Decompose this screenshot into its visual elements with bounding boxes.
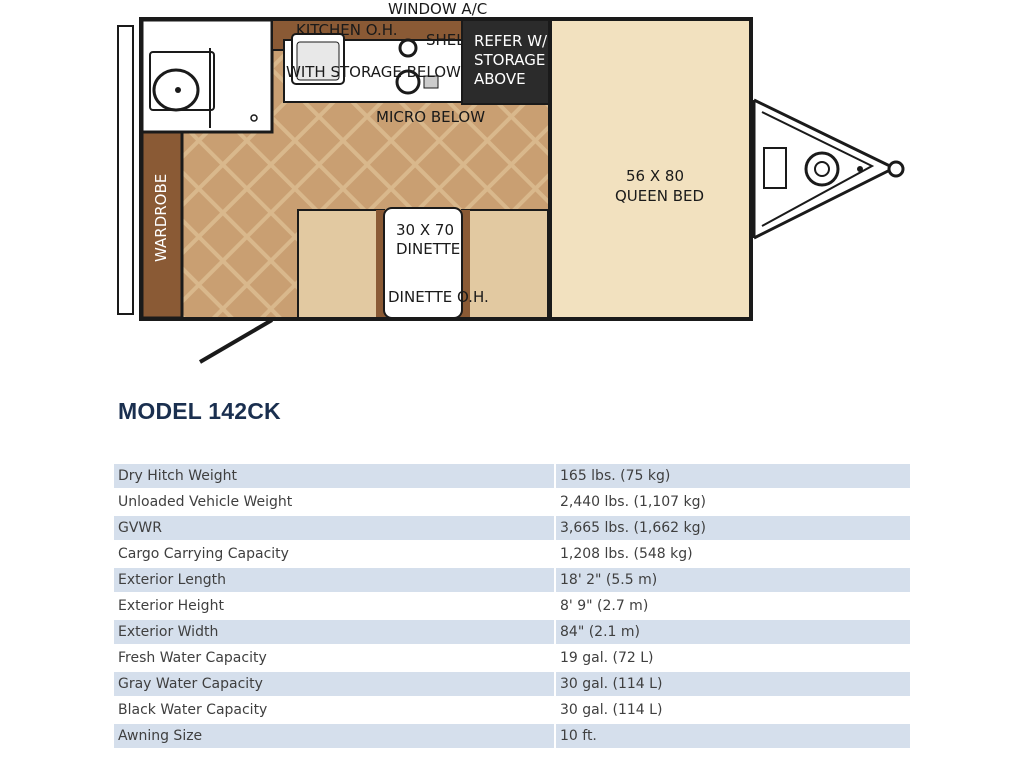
window-ac-label: WINDOW A/C <box>388 0 487 18</box>
dinette-oh-label: DINETTE O.H. <box>388 288 489 306</box>
spec-value: 3,665 lbs. (1,662 kg) <box>554 516 910 540</box>
spec-value: 8' 9" (2.7 m) <box>554 594 910 618</box>
propane-box <box>763 147 787 189</box>
spec-value: 30 gal. (114 L) <box>554 698 910 722</box>
refer-label-line2: STORAGE <box>474 51 545 69</box>
cooktop-knob <box>423 75 439 89</box>
dinette-name-label: DINETTE <box>396 240 460 258</box>
entry-door <box>198 318 274 364</box>
shower-drain <box>250 114 258 122</box>
cooktop-burner-small <box>398 38 418 58</box>
entry-step <box>117 25 134 315</box>
cooktop-burner-large <box>395 69 421 95</box>
spec-label: Fresh Water Capacity <box>114 646 554 670</box>
refrigerator <box>461 19 551 105</box>
refer-label-line3: ABOVE <box>474 70 526 88</box>
spec-label: Exterior Length <box>114 568 554 592</box>
hitch-coupler-icon <box>887 160 905 178</box>
spec-label: Dry Hitch Weight <box>114 464 554 488</box>
spec-label: Exterior Height <box>114 594 554 618</box>
queen-bed <box>549 19 751 319</box>
spec-value: 30 gal. (114 L) <box>554 672 910 696</box>
dinette-size-label: 30 X 70 <box>396 221 454 239</box>
floorplan-diagram: WINDOW A/C KITCHEN O.H. SHELF WITH STORA… <box>117 0 905 364</box>
wardrobe-label: WARDROBE <box>152 174 170 262</box>
spec-label: Exterior Width <box>114 620 554 644</box>
refer-label-line1: REFER W/ <box>474 32 548 50</box>
spec-value: 19 gal. (72 L) <box>554 646 910 670</box>
spec-label: Black Water Capacity <box>114 698 554 722</box>
hitch-jack-icon <box>857 166 863 172</box>
micro-below-label: MICRO BELOW <box>376 108 485 126</box>
bed-size-label: 56 X 80 <box>626 167 684 185</box>
spec-value: 84" (2.1 m) <box>554 620 910 644</box>
propane-tank-valve <box>814 161 830 177</box>
hitch-tongue-inner <box>761 111 875 227</box>
spec-label: Cargo Carrying Capacity <box>114 542 554 566</box>
bed-name-label: QUEEN BED <box>615 187 704 205</box>
spec-value: 2,440 lbs. (1,107 kg) <box>554 490 910 514</box>
spec-value: 18' 2" (5.5 m) <box>554 568 910 592</box>
with-storage-below-label: WITH STORAGE BELOW <box>286 63 461 81</box>
dinette-bench-right <box>461 209 549 319</box>
spec-label: Gray Water Capacity <box>114 672 554 696</box>
trailer-outer-wall <box>139 17 753 321</box>
sink-basin-inner <box>296 41 340 81</box>
spec-label: GVWR <box>114 516 554 540</box>
dinette-cabinet-right <box>460 210 470 318</box>
spec-value: 10 ft. <box>554 724 910 748</box>
toilet-drain <box>175 87 181 93</box>
kitchen-oh-label: KITCHEN O.H. <box>296 21 398 39</box>
dinette-cabinet-left <box>376 210 386 318</box>
spec-label: Awning Size <box>114 724 554 748</box>
dinette-bench-left <box>297 209 385 319</box>
spec-label: Unloaded Vehicle Weight <box>114 490 554 514</box>
spec-value: 165 lbs. (75 kg) <box>554 464 910 488</box>
model-title: MODEL 142CK <box>118 398 281 424</box>
spec-value: 1,208 lbs. (548 kg) <box>554 542 910 566</box>
